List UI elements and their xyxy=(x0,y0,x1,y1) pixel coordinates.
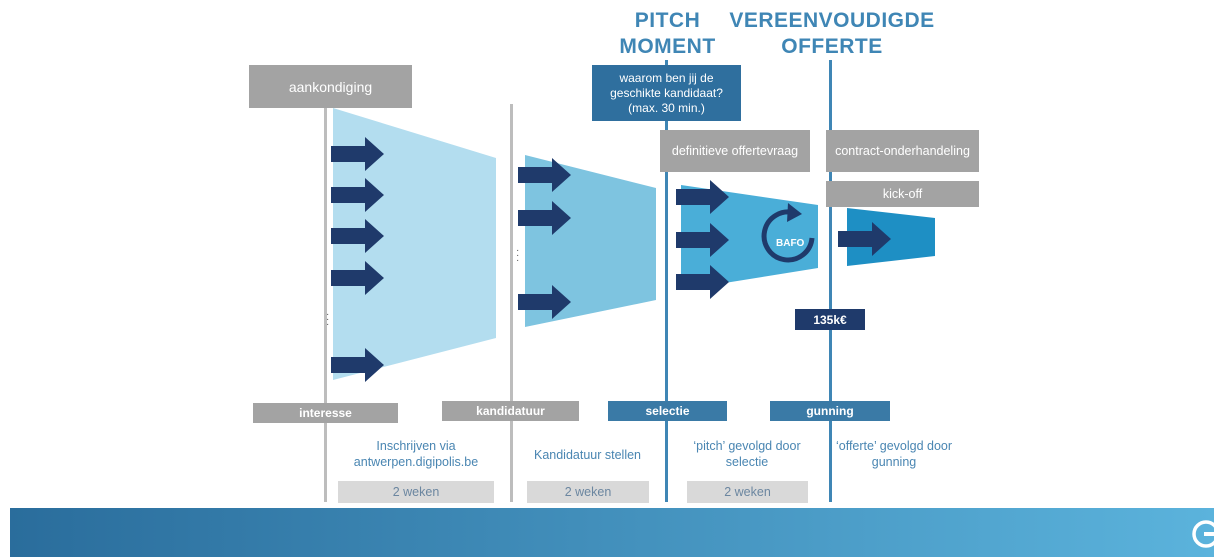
phase-label: selectie xyxy=(645,404,690,418)
pitch-question-box: waarom ben jij de geschikte kandidaat? (… xyxy=(592,65,741,121)
final-offer-request-label: definitieve offertevraag xyxy=(671,144,799,158)
duration-label: 2 weken xyxy=(564,485,612,499)
arrow-icon xyxy=(518,158,571,192)
description-gunning: ‘offerte’ gevolgd door gunning xyxy=(819,438,969,470)
description-line: Inschrijven via xyxy=(376,439,456,453)
arrow-icon xyxy=(518,285,571,319)
arrow-icon xyxy=(331,178,384,212)
announcement-label: aankondiging xyxy=(288,78,373,95)
duration-label: 2 weken xyxy=(392,485,440,499)
phase-selectie: selectie xyxy=(608,401,727,421)
heading-offer-line1: VEREENVOUDIGDE xyxy=(729,9,935,32)
description-line: Kandidatuur stellen xyxy=(533,448,642,462)
phase-gunning: gunning xyxy=(770,401,890,421)
heading-pitch-line2: MOMENT xyxy=(619,35,716,58)
bafo-label: BAFO xyxy=(776,238,805,249)
heading-simplified-offer: VEREENVOUDIGDE OFFERTE xyxy=(722,8,942,60)
final-offer-request-box: definitieve offertevraag xyxy=(660,130,810,172)
arrow-icon xyxy=(331,348,384,382)
phase-kandidatuur: kandidatuur xyxy=(442,401,579,421)
description-line: selectie xyxy=(725,455,769,469)
phase-label: interesse xyxy=(299,406,352,420)
duration-label: 2 weken xyxy=(724,485,771,499)
arrow-icon xyxy=(838,222,891,256)
arrow-icon xyxy=(676,265,729,299)
pitch-question-line2: geschikte kandidaat? xyxy=(610,85,723,100)
bafo-cycle-icon xyxy=(761,203,815,263)
duration-kandidatuur: 2 weken xyxy=(527,481,649,503)
description-interesse: Inschrijven via antwerpen.digipolis.be xyxy=(338,438,494,470)
funnel-stage-gunning xyxy=(847,208,935,266)
announcement-box: aankondiging xyxy=(249,65,412,108)
heading-pitch-line1: PITCH xyxy=(634,9,701,32)
arrow-icon xyxy=(331,219,384,253)
pitch-question-line3: (max. 30 min.) xyxy=(628,100,705,115)
divider-line-3 xyxy=(665,60,668,502)
logo-icon xyxy=(1192,520,1214,548)
funnel-stage-interesse xyxy=(333,108,496,380)
phase-label: gunning xyxy=(806,404,854,418)
contract-negotiation-box: contract-onderhandeling xyxy=(826,130,979,172)
description-line: ‘offerte’ gevolgd door xyxy=(835,439,953,453)
description-kandidatuur: Kandidatuur stellen xyxy=(521,447,654,463)
description-line: ‘pitch’ gevolgd door xyxy=(693,439,801,453)
arrow-icon xyxy=(518,201,571,235)
footer-band xyxy=(10,508,1214,557)
arrow-icon xyxy=(676,223,729,257)
divider-line-2 xyxy=(510,104,513,502)
kickoff-label: kick-off xyxy=(882,187,923,201)
contract-negotiation-label: contract-onderhandeling xyxy=(835,144,970,158)
duration-interesse: 2 weken xyxy=(338,481,494,503)
description-selectie: ‘pitch’ gevolgd door selectie xyxy=(673,438,821,470)
pitch-question-line1: waarom ben jij de xyxy=(619,70,714,85)
heading-pitch-moment: PITCH MOMENT xyxy=(600,8,735,60)
phase-label: kandidatuur xyxy=(476,404,545,418)
description-line: gunning xyxy=(871,455,917,469)
arrow-icon xyxy=(676,180,729,214)
dots-marker: ··· xyxy=(326,309,330,330)
duration-selectie: 2 weken xyxy=(687,481,808,503)
heading-offer-line2: OFFERTE xyxy=(781,35,883,58)
arrow-icon xyxy=(331,137,384,171)
description-line: antwerpen.digipolis.be xyxy=(353,455,479,469)
divider-line-4 xyxy=(829,60,832,502)
phase-interesse: interesse xyxy=(253,403,398,423)
amount-label: 135k€ xyxy=(813,312,847,327)
kickoff-box: kick-off xyxy=(826,181,979,207)
amount-badge: 135k€ xyxy=(795,309,865,330)
funnel-stage-kandidatuur xyxy=(525,155,656,327)
arrow-icon xyxy=(331,261,384,295)
dots-marker: ··· xyxy=(516,245,520,266)
divider-line-1 xyxy=(324,108,327,502)
